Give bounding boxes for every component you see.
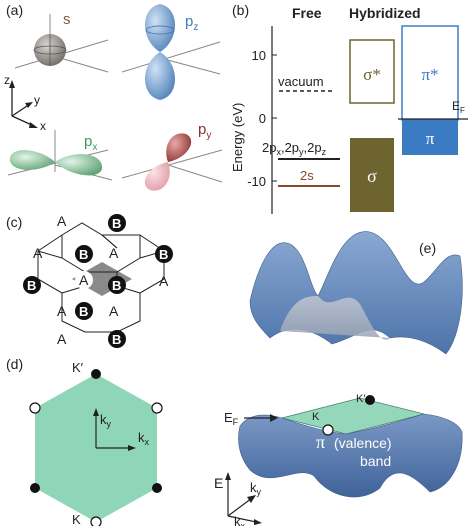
axis-z-label: z: [4, 73, 10, 87]
pi-band-label: π: [316, 432, 325, 452]
valence-band-word: band: [360, 453, 391, 469]
panel-label-e: (e): [419, 240, 437, 256]
panel-label-b: (b): [232, 2, 250, 18]
pz-orbital: [121, 4, 221, 100]
level-2s-label: 2s: [300, 168, 314, 183]
pi-band: [402, 120, 458, 155]
atom-a: A: [57, 303, 67, 319]
band-k-prime-label: K′: [356, 393, 365, 405]
brillouin-zone: ky kx K′ K: [29, 360, 163, 526]
k-point-open: [90, 516, 102, 526]
tick-label-minus10: -10: [247, 174, 266, 189]
k-point-filled: [91, 369, 101, 379]
band-axes: [227, 478, 257, 523]
pi-star-band: [401, 25, 459, 121]
kx-label: kx: [138, 430, 150, 447]
honeycomb-lattice: A A A A A A A A B B B B B B B: [23, 213, 173, 348]
k-point-filled: [30, 483, 40, 493]
fermi-label: EF: [452, 99, 465, 115]
pi-label: π: [426, 129, 435, 148]
pi-star-label: π*: [421, 65, 438, 84]
svg-text:B: B: [27, 278, 36, 293]
xyz-axes: [9, 80, 38, 128]
atom-a: A: [33, 245, 43, 261]
panel-label-d: (d): [6, 356, 24, 372]
axis-y-label: y: [34, 93, 40, 107]
k-axes: [95, 412, 132, 449]
energy-diagram: Free Hybridized 10 0 -10 Energy (eV) vac…: [232, 5, 468, 214]
atom-b: B: [155, 245, 173, 263]
atom-a: A: [109, 303, 119, 319]
svg-text:B: B: [79, 247, 88, 262]
atom-a: A: [57, 331, 67, 347]
svg-text:B: B: [159, 247, 168, 262]
tick-label-0: 0: [259, 111, 266, 126]
orbital-panel: s pz z y x px py: [4, 4, 223, 191]
conduction-label: (conduction): [342, 351, 419, 367]
k-prime-label: K′: [72, 360, 84, 375]
atom-a: A: [159, 273, 169, 289]
valence-band-surface: [238, 413, 463, 498]
svg-text:B: B: [112, 216, 121, 231]
band-structure: K K′ π* (conduction) band π (valence) ba…: [214, 231, 463, 526]
k-point-open: [29, 402, 41, 414]
free-title: Free: [292, 5, 322, 21]
tick-label-10: 10: [252, 48, 266, 63]
axis-x-label: x: [40, 119, 46, 133]
band-k-label: K: [312, 411, 320, 423]
dirac-point-k-prime: [365, 395, 375, 405]
atom-b: B: [108, 330, 126, 348]
k-point-open: [151, 402, 163, 414]
pi-star-band-label: π*: [318, 350, 336, 370]
conduction-band-word: band: [365, 369, 396, 385]
band-energy-label: E: [214, 475, 223, 491]
sigma-star-label: σ*: [363, 65, 381, 84]
valence-label: (valence): [334, 435, 392, 451]
atom-a-cell: A: [79, 272, 89, 288]
band-kx-label: kx: [234, 514, 246, 526]
k-point-filled: [152, 483, 162, 493]
atom-b: B: [75, 302, 93, 320]
ky-label: ky: [100, 412, 112, 429]
svg-text:B: B: [112, 332, 121, 347]
level-2p-label: 2px,2py,2pz: [262, 140, 327, 157]
pz-label: pz: [185, 13, 198, 33]
panel-label-a: (a): [6, 2, 24, 18]
px-label: px: [84, 133, 97, 153]
sigma-star-band: [349, 39, 395, 104]
s-orbital: [14, 14, 109, 73]
px-orbital: [7, 130, 113, 181]
sigma-label: σ: [367, 166, 377, 186]
atom-a: A: [57, 213, 67, 229]
atom-b: B: [108, 214, 126, 232]
svg-text:B: B: [79, 304, 88, 319]
energy-axis-label: Energy (eV): [232, 103, 245, 172]
atom-b: B: [23, 276, 41, 294]
k-label: K: [72, 512, 81, 526]
dirac-point-k: [322, 424, 334, 436]
atom-b: B: [108, 276, 126, 294]
svg-text:B: B: [112, 278, 121, 293]
py-orbital: [121, 133, 223, 191]
band-fermi-label: EF: [224, 410, 239, 427]
s-label: s: [63, 11, 71, 28]
hybrid-title: Hybridized: [349, 5, 421, 21]
atom-b: B: [75, 245, 93, 263]
band-ky-label: ky: [250, 480, 262, 497]
sigma-band: [350, 138, 394, 212]
py-label: py: [198, 121, 211, 141]
atom-a: A: [109, 245, 119, 261]
panel-label-c: (c): [6, 214, 23, 230]
vacuum-label: vacuum: [278, 74, 324, 89]
